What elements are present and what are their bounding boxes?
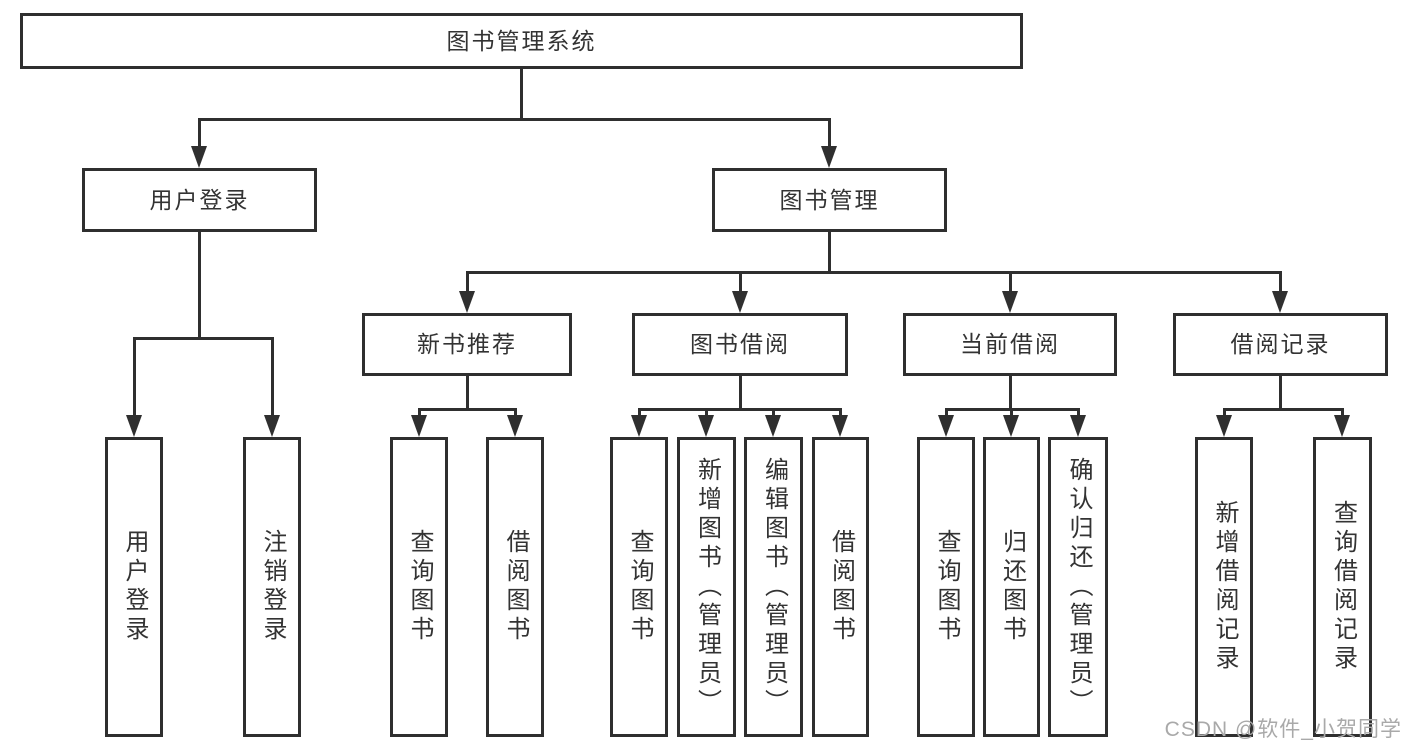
node-root: 图书管理系统 — [20, 13, 1023, 69]
v-line — [520, 69, 523, 118]
h-line — [638, 408, 842, 411]
arrowhead — [507, 415, 523, 437]
v-line — [1077, 408, 1080, 418]
node-label: 查询借阅记录 — [1329, 500, 1357, 674]
node-label: 查询图书 — [933, 529, 960, 645]
leaf-add-borrow-record: 新增借阅记录 — [1195, 437, 1253, 737]
v-line — [828, 232, 831, 271]
leaf-edit-books-admin: 编辑图书（管理员） — [744, 437, 803, 737]
node-label: 借阅图书 — [827, 529, 855, 645]
v-line — [705, 408, 708, 418]
leaf-borrow-books: 借阅图书 — [812, 437, 869, 737]
node-label: 查询图书 — [626, 529, 653, 645]
node-label: 新增借阅记录 — [1211, 500, 1238, 674]
h-line — [418, 408, 517, 411]
watermark: CSDN @软件_小贺同学 — [1164, 718, 1402, 741]
leaf-confirm-return-admin: 确认归还（管理员） — [1048, 437, 1108, 737]
v-line — [772, 408, 775, 418]
v-line — [739, 376, 742, 408]
leaf-return-books: 归还图书 — [983, 437, 1040, 737]
node-label: 确认归还（管理员） — [1065, 456, 1092, 718]
node-label: 新书推荐 — [417, 331, 517, 357]
node-label: 用户登录 — [121, 529, 148, 645]
arrowhead — [191, 146, 207, 168]
node-label: 借阅记录 — [1230, 331, 1331, 357]
arrowhead — [264, 415, 280, 437]
v-line — [638, 408, 641, 418]
v-line — [1009, 271, 1012, 293]
arrowhead — [821, 146, 837, 168]
node-new-book-recommend: 新书推荐 — [362, 313, 572, 376]
node-current-borrow: 当前借阅 — [903, 313, 1117, 376]
leaf-borrow-books-recommend: 借阅图书 — [486, 437, 544, 737]
leaf-query-borrow-record: 查询借阅记录 — [1313, 437, 1372, 737]
v-line — [1010, 408, 1013, 418]
node-label: 新增图书（管理员） — [693, 456, 721, 718]
leaf-logout-login: 注销登录 — [243, 437, 301, 737]
leaf-query-books-recommend: 查询图书 — [390, 437, 448, 737]
arrowhead — [765, 415, 781, 437]
v-line — [1223, 408, 1226, 418]
node-label: 借阅图书 — [502, 529, 529, 645]
v-line — [133, 337, 136, 417]
node-label: 图书管理 — [779, 186, 880, 213]
v-line — [1009, 376, 1012, 408]
leaf-add-books-admin: 新增图书（管理员） — [677, 437, 736, 737]
v-line — [198, 118, 201, 148]
leaf-query-books-current: 查询图书 — [917, 437, 975, 737]
node-borrow-records: 借阅记录 — [1173, 313, 1388, 376]
arrowhead — [631, 415, 647, 437]
leaf-user-login: 用户登录 — [105, 437, 163, 737]
h-line — [466, 271, 1281, 274]
node-label: 图书管理系统 — [446, 27, 597, 54]
node-label: 编辑图书（管理员） — [760, 456, 788, 718]
node-book-management: 图书管理 — [712, 168, 947, 232]
node-book-borrow: 图书借阅 — [632, 313, 848, 376]
arrowhead — [1002, 291, 1018, 313]
v-line — [514, 408, 517, 418]
node-label: 注销登录 — [259, 529, 286, 645]
leaf-query-books-borrow: 查询图书 — [610, 437, 668, 737]
arrowhead — [1334, 415, 1350, 437]
node-user-login-branch: 用户登录 — [82, 168, 317, 232]
v-line — [271, 337, 274, 417]
v-line — [839, 408, 842, 418]
v-line — [418, 408, 421, 418]
arrowhead — [1216, 415, 1232, 437]
arrowhead — [1003, 415, 1019, 437]
v-line — [466, 271, 469, 293]
arrowhead — [1272, 291, 1288, 313]
node-label: 图书借阅 — [690, 331, 790, 357]
node-label: 当前借阅 — [960, 331, 1060, 357]
v-line — [198, 232, 201, 337]
h-line — [133, 337, 274, 340]
v-line — [739, 271, 742, 293]
arrowhead — [698, 415, 714, 437]
node-label: 查询图书 — [406, 529, 433, 645]
v-line — [1341, 408, 1344, 418]
arrowhead — [459, 291, 475, 313]
v-line — [1279, 271, 1282, 293]
arrowhead — [938, 415, 954, 437]
arrowhead — [732, 291, 748, 313]
v-line — [466, 376, 469, 408]
node-label: 用户登录 — [149, 186, 250, 213]
h-line — [1223, 408, 1344, 411]
v-line — [828, 118, 831, 148]
arrowhead — [1070, 415, 1086, 437]
v-line — [945, 408, 948, 418]
node-label: 归还图书 — [998, 529, 1026, 645]
arrowhead — [126, 415, 142, 437]
h-line — [198, 118, 831, 121]
arrowhead — [832, 415, 848, 437]
arrowhead — [411, 415, 427, 437]
v-line — [1279, 376, 1282, 408]
